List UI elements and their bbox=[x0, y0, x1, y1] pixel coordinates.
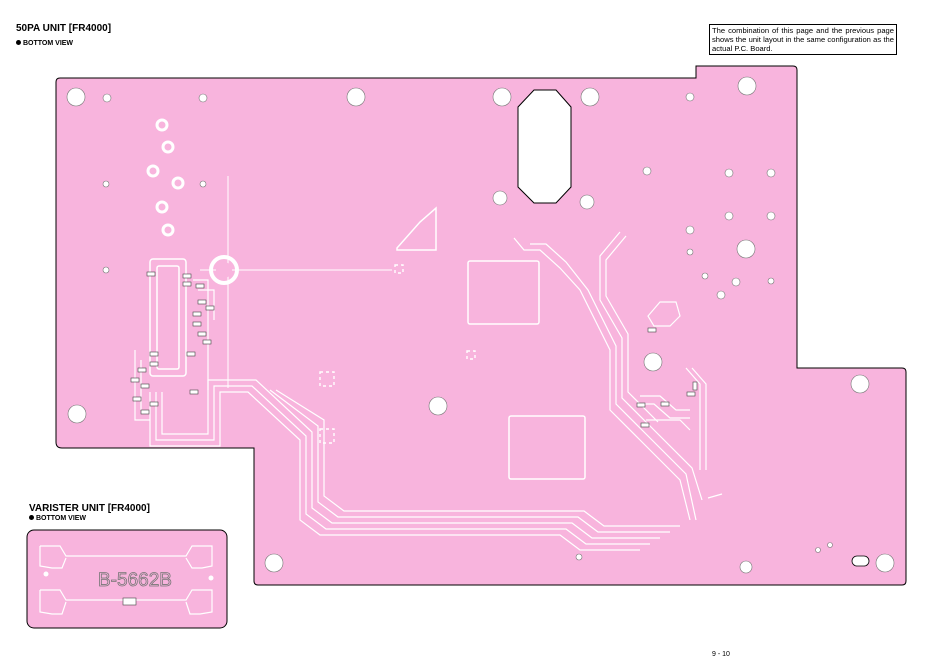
main-board-view-label: BOTTOM VIEW bbox=[16, 39, 73, 47]
alignment-crosshair bbox=[200, 176, 392, 388]
component-outlines bbox=[149, 206, 586, 480]
varister-smd-component bbox=[122, 597, 137, 606]
bullet-icon bbox=[29, 514, 34, 520]
main-board-title: 50PA UNIT [FR4000] bbox=[16, 23, 112, 34]
board-slot bbox=[851, 555, 870, 567]
layout-note: The combination of this page and the pre… bbox=[709, 24, 897, 55]
varister-board-view-label: BOTTOM VIEW bbox=[29, 514, 86, 522]
main-board-outline bbox=[55, 65, 907, 586]
ring-pads bbox=[146, 118, 185, 237]
bullet-icon bbox=[16, 39, 21, 45]
varister-board-title: VARISTER UNIT [FR4000] bbox=[29, 503, 150, 514]
smd-components bbox=[130, 271, 698, 428]
varister-board-label: B-5662B bbox=[98, 570, 172, 591]
board-cutout bbox=[517, 89, 572, 204]
fiducial-marks bbox=[319, 264, 476, 444]
varister-pads bbox=[43, 571, 214, 581]
varister-board-outline bbox=[26, 529, 228, 629]
page-number: 9 - 10 bbox=[712, 651, 730, 658]
varister-traces bbox=[39, 545, 213, 615]
mounting-holes bbox=[66, 76, 895, 574]
